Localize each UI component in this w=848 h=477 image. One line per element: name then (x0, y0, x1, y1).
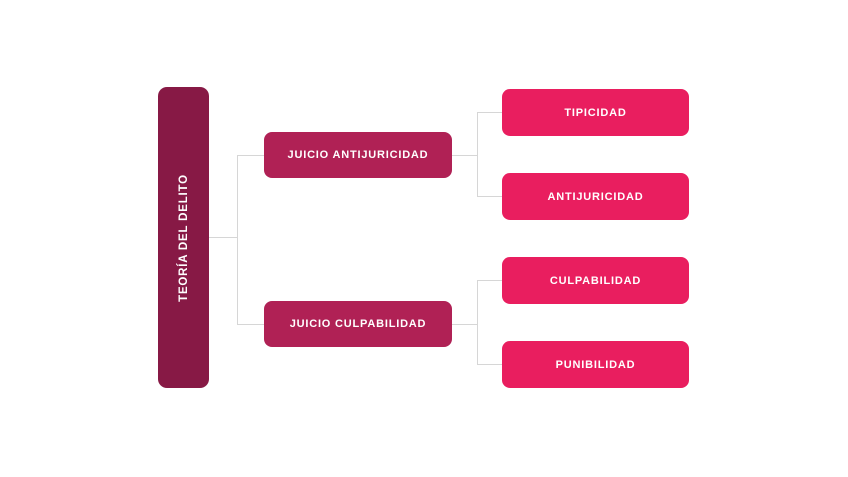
connector-to-leaf-culpabilidad (477, 280, 502, 281)
node-punibilidad-label: PUNIBILIDAD (555, 358, 636, 371)
connector-to-branch-culpabilidad (237, 324, 264, 325)
connector-branch2-to-leaves (452, 324, 477, 325)
node-teoria-del-delito: TEORÍA DEL DELITO (158, 87, 209, 388)
node-juicio-antijuricidad: JUICIO ANTIJURICIDAD (264, 132, 452, 178)
connector-leaves2-vertical (477, 280, 478, 365)
node-culpabilidad-label: CULPABILIDAD (549, 274, 642, 287)
node-tipicidad-label: TIPICIDAD (564, 106, 627, 119)
connector-to-leaf-tipicidad (477, 112, 502, 113)
connector-branch1-to-leaves (452, 155, 477, 156)
connector-to-leaf-punibilidad (477, 364, 502, 365)
connector-root-to-branches (209, 237, 237, 238)
node-juicio-antijuricidad-label: JUICIO ANTIJURICIDAD (287, 149, 429, 161)
node-juicio-culpabilidad: JUICIO CULPABILIDAD (264, 301, 452, 347)
connector-to-branch-antijuricidad (237, 155, 264, 156)
node-juicio-culpabilidad-label: JUICIO CULPABILIDAD (289, 318, 427, 330)
connector-leaves1-vertical (477, 112, 478, 197)
node-culpabilidad: CULPABILIDAD (502, 257, 689, 304)
node-teoria-del-delito-label: TEORÍA DEL DELITO (177, 173, 190, 302)
node-antijuricidad: ANTIJURICIDAD (502, 173, 689, 220)
connector-to-leaf-antijuricidad (477, 196, 502, 197)
node-antijuricidad-label: ANTIJURICIDAD (547, 190, 644, 203)
connector-branches-vertical (237, 155, 238, 325)
node-tipicidad: TIPICIDAD (502, 89, 689, 136)
node-punibilidad: PUNIBILIDAD (502, 341, 689, 388)
